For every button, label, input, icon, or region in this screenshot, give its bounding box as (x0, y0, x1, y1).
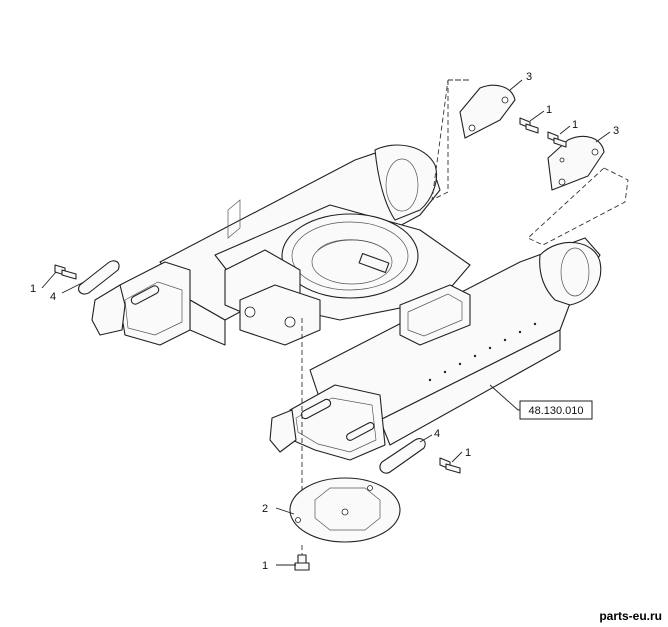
leader-lines (41, 79, 611, 566)
reference-box[interactable]: 48.130.010 (519, 400, 593, 420)
bottom-bolt (294, 554, 310, 571)
track-guide-right (379, 438, 461, 474)
callout-1-left-guide-bolt: 1 (30, 283, 36, 295)
cover-left-dashline (431, 79, 449, 201)
watermark-text: parts-eu.ru (599, 609, 662, 623)
callout-3-left-cover: 3 (526, 71, 532, 83)
bolt-cover-left (519, 117, 539, 134)
bolt-cover-right (547, 131, 567, 148)
cover-plate-left (459, 84, 516, 139)
callout-4-right-guide: 4 (434, 428, 440, 440)
reference-number[interactable]: 48.130.010 (528, 405, 583, 417)
callout-1-right-cover-bolt: 1 (572, 119, 578, 131)
bottom-cover-plate (289, 477, 401, 543)
track-frame (91, 144, 602, 461)
callout-4-left-guide: 4 (50, 291, 56, 303)
track-guide-left (54, 260, 120, 295)
callout-1-left-cover-bolt: 1 (546, 104, 552, 116)
callout-1-bottom-bolt: 1 (262, 560, 268, 572)
callout-2-bottom-cover: 2 (262, 503, 268, 515)
callout-3-right-cover: 3 (613, 125, 619, 137)
beam-bolt-holes (428, 322, 537, 382)
callout-1-right-guide-bolt: 1 (465, 447, 471, 459)
cover-plate-right (547, 135, 605, 191)
